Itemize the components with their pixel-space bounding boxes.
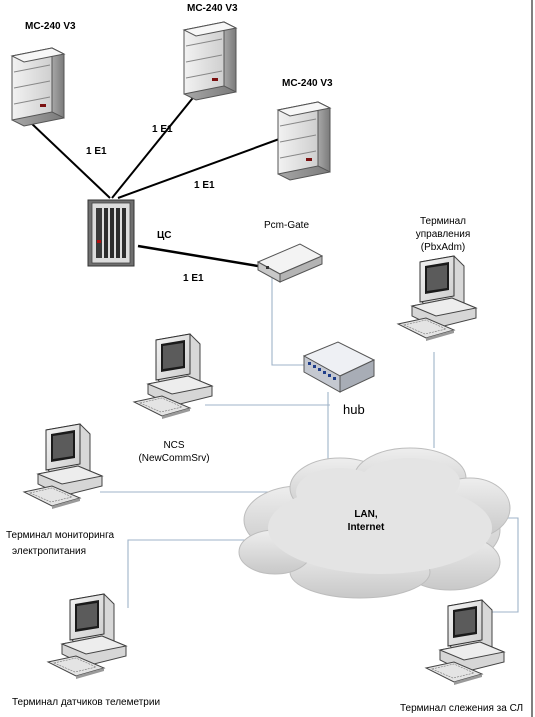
pcm-gate-device — [256, 243, 324, 283]
server-2-label: MC-240 V3 — [187, 3, 238, 14]
e1-label-2: 1 E1 — [152, 124, 173, 135]
tracking-terminal-pc — [425, 599, 505, 686]
telemetry-terminal-pc — [47, 593, 127, 680]
ncs-terminal-pc — [133, 333, 213, 420]
server-1-label: MC-240 V3 — [25, 21, 76, 32]
cloud-label-line1: LAN, — [354, 509, 378, 520]
e1-label-3: 1 E1 — [194, 180, 215, 191]
switch-label: ЦС — [157, 230, 172, 241]
tracking-terminal-label: Терминал слежения за СЛ — [400, 703, 524, 714]
server-3 — [277, 101, 331, 181]
server-1 — [11, 47, 65, 127]
telemetry-terminal-label: Терминал датчиков телеметрии — [12, 697, 161, 708]
cloud-label-line2: Internet — [347, 522, 385, 533]
line-gate-hub — [271, 275, 312, 366]
hub-label: hub — [343, 402, 365, 417]
admin-terminal-label-3: (PbxAdm) — [420, 242, 466, 253]
hub-device — [302, 341, 376, 393]
server-2 — [183, 21, 237, 101]
power-terminal-label-2: электропитания — [12, 546, 87, 557]
gateway-label: Pcm-Gate — [264, 220, 310, 231]
power-terminal-pc — [23, 423, 103, 510]
e1-link-4 — [137, 244, 271, 270]
switch-rack — [87, 199, 135, 267]
e1-link-1 — [29, 121, 111, 199]
e1-link-3 — [117, 137, 283, 199]
admin-terminal-pc — [397, 255, 477, 342]
ncs-label-2: (NewCommSrv) — [138, 453, 210, 464]
e1-label-4: 1 E1 — [183, 273, 204, 284]
line-telemetry-cloud — [127, 539, 300, 608]
server-3-label: MC-240 V3 — [282, 78, 333, 89]
admin-terminal-label-2: управления — [415, 229, 471, 240]
admin-terminal-label-1: Терминал — [419, 216, 467, 227]
ncs-label-1: NCS — [163, 440, 185, 451]
e1-label-1: 1 E1 — [86, 146, 107, 157]
e1-link-2 — [111, 93, 197, 199]
power-terminal-label-1: Терминал мониторинга — [6, 530, 115, 541]
